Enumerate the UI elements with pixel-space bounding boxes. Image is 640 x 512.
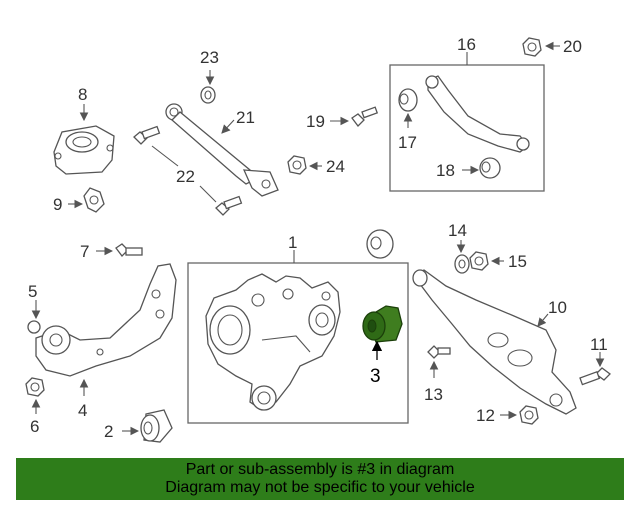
part-22-bolt-upper[interactable] (133, 125, 161, 145)
callout-17: 17 (398, 133, 417, 152)
leader-21 (221, 119, 235, 134)
part-2-bushing[interactable] (140, 409, 173, 443)
part-21-lateral-link[interactable] (165, 103, 279, 197)
part-9-clip[interactable] (83, 187, 105, 213)
leader-22b (199, 185, 217, 203)
callout-9: 9 (53, 195, 62, 214)
part-4-trailing-arm[interactable] (35, 263, 177, 377)
callout-7: 7 (80, 242, 89, 261)
callout-2: 2 (104, 422, 113, 441)
part-3-bushing-loose[interactable] (366, 229, 394, 259)
banner-line-2: Diagram may not be specific to your vehi… (165, 479, 475, 496)
part-notice-banner: Part or sub-assembly is #3 in diagram Di… (16, 458, 624, 500)
callout-6: 6 (30, 417, 39, 436)
part-1-knuckle[interactable] (205, 273, 341, 411)
callout-4: 4 (78, 401, 87, 420)
banner-line-1: Part or sub-assembly is #3 in diagram (185, 461, 455, 478)
callout-20: 20 (563, 37, 582, 56)
part-24-nut[interactable] (287, 155, 307, 175)
part-10-lower-arm[interactable] (412, 269, 577, 415)
callout-22: 22 (176, 167, 195, 186)
part-5-bushing[interactable] (27, 320, 71, 355)
callout-19: 19 (306, 112, 325, 131)
callout-5: 5 (28, 282, 37, 301)
part-6-nut[interactable] (25, 377, 45, 397)
callout-23: 23 (200, 48, 219, 67)
part-15-nut[interactable] (469, 251, 489, 271)
callout-8: 8 (78, 85, 87, 104)
callout-1: 1 (288, 233, 297, 252)
part-13-bolt[interactable] (427, 345, 451, 359)
callout-24: 24 (326, 157, 345, 176)
part-11-bolt[interactable] (579, 367, 611, 386)
callout-13: 13 (424, 385, 443, 404)
part-3-bushing-highlighted[interactable] (362, 305, 403, 343)
callout-18: 18 (436, 161, 455, 180)
part-23-nut[interactable] (200, 86, 216, 104)
callout-15: 15 (508, 252, 527, 271)
callout-11: 11 (590, 335, 608, 354)
part-8-mount[interactable] (53, 125, 115, 175)
part-16-upper-arm[interactable] (425, 75, 530, 153)
part-22-bolt-lower[interactable] (215, 195, 243, 216)
leader-22a (151, 145, 179, 167)
part-20-nut[interactable] (522, 37, 542, 57)
callout-10: 10 (548, 298, 567, 317)
leader-10 (537, 313, 549, 327)
part-1-box (187, 262, 409, 424)
part-14-washer[interactable] (454, 254, 470, 274)
part-18-bushing[interactable] (479, 157, 501, 179)
callout-21: 21 (236, 108, 255, 127)
callout-14: 14 (448, 221, 467, 240)
part-17-bushing[interactable] (398, 88, 418, 112)
part-19-bolt[interactable] (351, 106, 379, 127)
part-7-bolt[interactable] (115, 243, 143, 257)
callout-12: 12 (476, 406, 495, 425)
callout-3: 3 (370, 366, 381, 387)
callout-16: 16 (457, 35, 476, 54)
part-12-nut[interactable] (519, 405, 539, 425)
